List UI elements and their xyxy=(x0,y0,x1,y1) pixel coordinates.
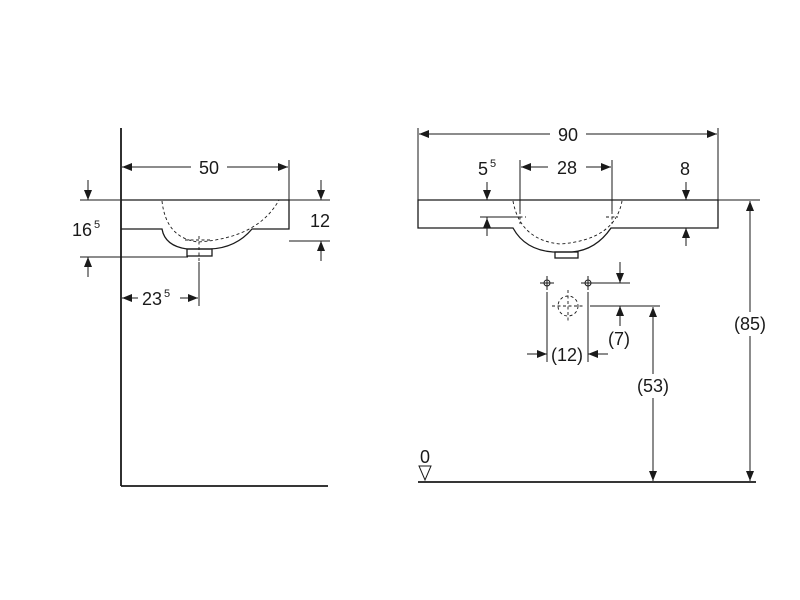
front-pipe-spacing-label: (12) xyxy=(551,345,583,365)
front-basin-outline xyxy=(417,199,719,253)
floor-level-label: 0 xyxy=(420,447,430,467)
floor-level-marker xyxy=(418,465,432,482)
front-view: 90 28 5 5 8 (85) xyxy=(417,122,772,483)
supply-right-marker xyxy=(581,276,595,290)
front-pipe-offset-label: (7) xyxy=(608,329,630,349)
front-edge-sup: 5 xyxy=(490,158,496,170)
tap-hole-right xyxy=(606,211,618,224)
front-bowl-hidden xyxy=(512,200,623,245)
drain-connection-marker xyxy=(552,290,584,322)
side-height-label: 16 xyxy=(72,220,92,240)
side-view: 50 16 5 12 23 5 xyxy=(72,128,330,487)
side-bowl-hidden xyxy=(161,199,280,243)
front-drain-outlet xyxy=(554,251,579,259)
side-drain-label: 23 xyxy=(142,289,162,309)
front-total-height-label: (85) xyxy=(734,314,766,334)
supply-left-marker xyxy=(540,276,554,290)
front-tap-spacing-label: 28 xyxy=(557,158,577,178)
front-drain-height-label: (53) xyxy=(637,376,669,396)
side-width-label: 50 xyxy=(199,158,219,178)
front-rim-label: 8 xyxy=(680,159,690,179)
side-drain-outlet xyxy=(186,248,213,257)
front-edge-label: 5 xyxy=(478,159,488,179)
side-drain-sup: 5 xyxy=(164,288,170,300)
front-width-label: 90 xyxy=(558,125,578,145)
side-thickness-label: 12 xyxy=(310,211,330,231)
side-height-sup: 5 xyxy=(94,219,100,231)
